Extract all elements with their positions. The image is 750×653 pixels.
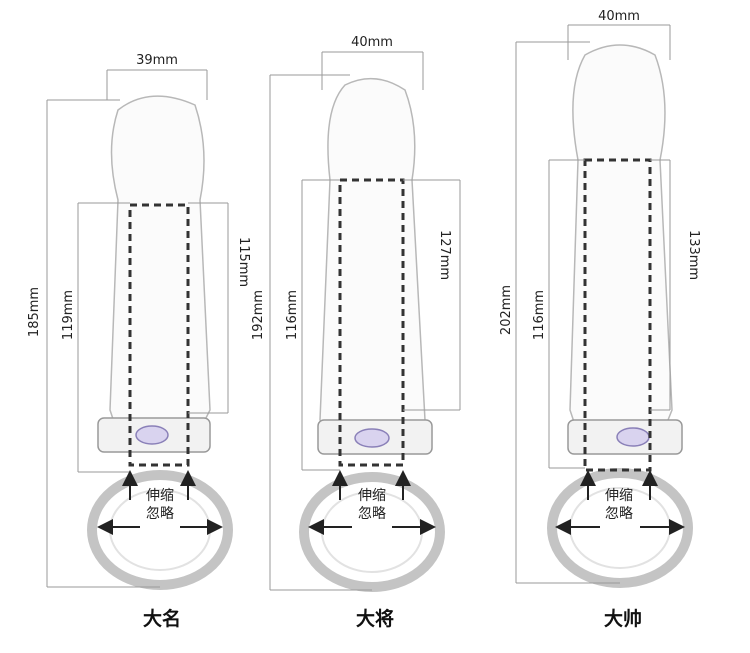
product-body-outline: [319, 77, 426, 441]
inner-length-label: 119mm: [61, 290, 76, 340]
inner-length-label: 116mm: [532, 290, 547, 340]
product-damimg: 39mm 185mm 119mm 115mm 伸缩 忽略 大名: [27, 53, 251, 630]
shaft-length-label: 133mm: [686, 230, 701, 280]
inner-length-outline: [583, 158, 652, 472]
product-name: 大将: [356, 607, 394, 630]
total-length-label: 202mm: [499, 285, 514, 335]
shaft-length-label: 127mm: [437, 230, 452, 280]
product-name: 大名: [143, 607, 181, 630]
total-length-label: 192mm: [251, 290, 266, 340]
product-name: 大帅: [604, 607, 642, 630]
product-dashuai: 40mm 202mm 116mm 133mm 伸缩 忽略 大帅: [499, 9, 701, 630]
vibrator-button: [135, 425, 169, 445]
note-line1: 伸缩: [146, 488, 174, 504]
product-body-outline: [569, 44, 673, 441]
note-line2: 忽略: [605, 506, 633, 522]
product-ring: [87, 470, 233, 590]
width-label: 40mm: [598, 9, 640, 24]
note-line1: 伸缩: [605, 488, 633, 504]
product-body-outline: [109, 95, 211, 441]
inner-length-outline: [128, 203, 190, 467]
vibrator-button: [616, 427, 650, 447]
shaft-length-label: 115mm: [236, 237, 251, 287]
width-label: 39mm: [136, 53, 178, 68]
note-line1: 伸缩: [358, 488, 386, 504]
vibrator-button: [354, 428, 390, 448]
note-line2: 忽略: [358, 506, 386, 522]
inner-length-outline: [338, 178, 405, 467]
width-label: 40mm: [351, 35, 393, 50]
inner-length-label: 116mm: [285, 290, 300, 340]
note-line2: 忽略: [146, 506, 174, 522]
product-ring: [299, 472, 445, 592]
product-dajiang: 40mm 192mm 116mm 127mm 伸缩 忽略 大将: [251, 35, 461, 630]
total-length-label: 185mm: [27, 287, 42, 337]
